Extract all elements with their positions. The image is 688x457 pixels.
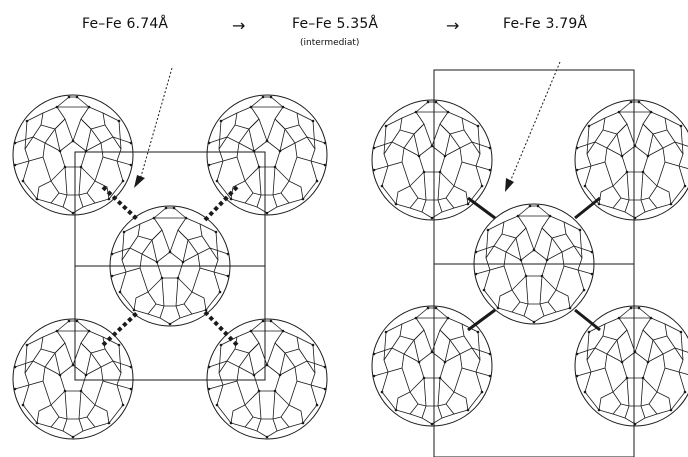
solid-bonds-right <box>467 196 601 332</box>
fullerene-cage-icon <box>574 305 688 427</box>
label-state-2: Fe–Fe 5.35Å <box>292 16 379 32</box>
pointer-arrow-right <box>509 61 561 183</box>
pointer-arrowhead-left <box>134 175 145 188</box>
label-state-1: Fe–Fe 6.74Å <box>82 16 169 32</box>
transition-arrow-1: → <box>232 16 246 35</box>
right-lattice-panel <box>371 61 688 457</box>
fullerene-cage-icon <box>206 318 328 440</box>
label-state-3: Fe-Fe 3.79Å <box>503 16 588 32</box>
transition-arrow-2: → <box>446 16 460 35</box>
fullerene-cage-icon <box>574 99 688 221</box>
pointer-arrowhead-right <box>505 178 514 192</box>
label-state-2-note: (intermediat) <box>300 38 360 48</box>
fullerene-cage-icon <box>12 318 134 440</box>
pointer-arrow-left <box>139 67 173 181</box>
left-lattice-panel <box>12 67 328 440</box>
